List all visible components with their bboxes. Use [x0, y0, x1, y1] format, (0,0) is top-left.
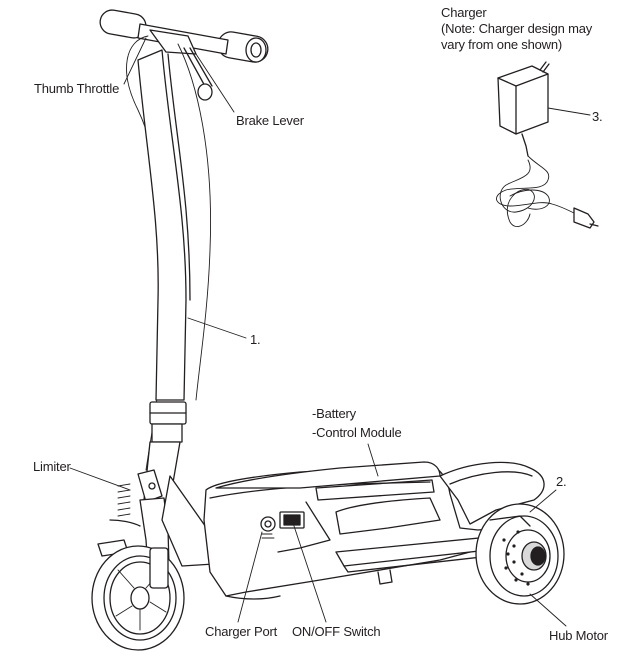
leader-stem — [187, 317, 247, 339]
charger-note-line-2: vary from one shown) — [441, 37, 562, 52]
battery-label: -Battery — [312, 406, 356, 421]
control-module-label: -Control Module — [312, 425, 402, 440]
charger-number: 3. — [592, 109, 603, 124]
thumb-throttle-label: Thumb Throttle — [34, 81, 120, 96]
leader-brake-lever — [195, 53, 235, 113]
leader-thumb-throttle — [123, 37, 147, 85]
scooter-illustration — [91, 9, 565, 651]
brake-lever-label: Brake Lever — [236, 113, 304, 128]
leader-switch — [291, 519, 327, 623]
on-off-switch-label: ON/OFF Switch — [292, 624, 381, 639]
stem-number: 1. — [250, 332, 261, 347]
leader-limiter — [69, 467, 131, 491]
charger-illustration — [496, 61, 599, 229]
hub-motor-label: Hub Motor — [549, 628, 608, 643]
rear-number: 2. — [556, 474, 567, 489]
leader-rear — [529, 489, 557, 513]
limiter-label: Limiter — [33, 459, 71, 474]
leader-battery — [367, 443, 379, 477]
charger-note-line-1: (Note: Charger design may — [441, 21, 593, 36]
charger-port-label: Charger Port — [205, 624, 278, 639]
charger-title: Charger — [441, 5, 487, 20]
leader-lines — [69, 37, 567, 627]
leader-charger-port — [237, 531, 263, 623]
leader-hub-motor — [529, 593, 567, 627]
